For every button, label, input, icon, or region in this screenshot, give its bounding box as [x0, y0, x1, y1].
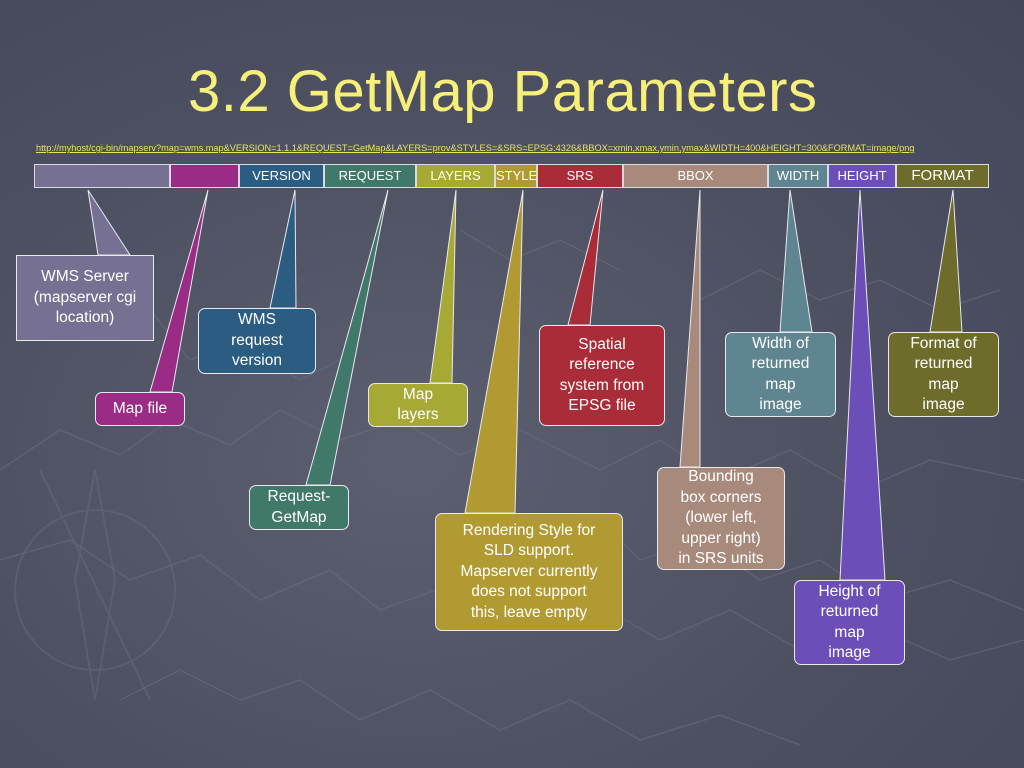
callout-style: Rendering Style for SLD support. Mapserv… — [435, 513, 623, 631]
leader-srs — [567, 189, 604, 326]
param-segment-version: VERSION — [239, 164, 324, 188]
param-segment-srs: SRS — [537, 164, 623, 188]
leader-width — [779, 189, 813, 333]
callout-map-file: Map file — [95, 392, 185, 426]
leader-server — [87, 189, 131, 256]
callout-layers: Map layers — [368, 383, 468, 427]
callout-wms-server: WMS Server (mapserver cgi location) — [16, 255, 154, 341]
param-segment-bbox: BBOX — [623, 164, 768, 188]
leader-style — [464, 189, 524, 514]
param-segment-layers: LAYERS — [416, 164, 495, 188]
callout-bbox: Bounding box corners (lower left, upper … — [657, 467, 785, 570]
getmap-url-link[interactable]: http://myhost/cgi-bin/mapserv?map=wms.ma… — [36, 143, 915, 153]
leader-request — [305, 189, 389, 486]
callout-width: Width of returned map image — [725, 332, 836, 417]
param-segment-format: FORMAT — [896, 164, 989, 188]
leader-height — [839, 189, 886, 581]
param-segment-server — [34, 164, 170, 188]
leader-bbox — [679, 189, 701, 468]
leader-layers — [429, 189, 457, 384]
parameter-bar: VERSION REQUEST LAYERS STYLE SRS BBOX WI… — [34, 164, 991, 188]
param-segment-request: REQUEST — [324, 164, 416, 188]
callout-version: WMS request version — [198, 308, 316, 374]
param-segment-style: STYLE — [495, 164, 537, 188]
leader-format — [929, 189, 963, 333]
callout-request: Request- GetMap — [249, 485, 349, 530]
param-segment-height: HEIGHT — [828, 164, 896, 188]
callout-format: Format of returned map image — [888, 332, 999, 417]
leader-version — [269, 189, 297, 309]
slide-title: 3.2 GetMap Parameters — [188, 59, 818, 124]
param-segment-width: WIDTH — [768, 164, 828, 188]
callout-height: Height of returned map image — [794, 580, 905, 665]
param-segment-map — [170, 164, 239, 188]
callout-srs: Spatial reference system from EPSG file — [539, 325, 665, 426]
